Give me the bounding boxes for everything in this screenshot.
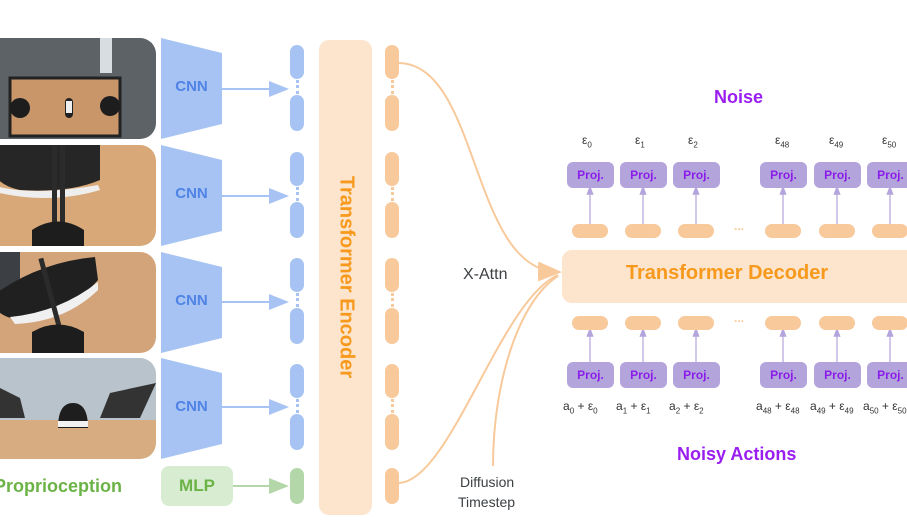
decoder-input-token [765,316,801,330]
encoder-output-token [385,45,399,79]
cnn-block-4: CNN [161,358,222,459]
noise-output-label: ε48 [775,133,790,150]
decoder-output-token [625,224,661,238]
camera-image-wrist-right [0,252,156,353]
image-token [290,152,304,186]
noise-output-label: ε0 [582,133,592,150]
transformer-encoder-label: Transformer Encoder [335,175,358,379]
noise-title: Noise [714,87,764,107]
noisy-action-label: a48 + ε48 [756,399,800,416]
output-proj-block: Proj. [620,162,667,188]
decoder-output-token [678,224,714,238]
image-token [290,308,304,344]
cnn-block-1: CNN [161,38,222,139]
noisy-action-label: a49 + ε49 [810,399,854,416]
noisy-action-label: a0 + ε0 [563,399,598,416]
token-ellipsis [296,187,302,201]
decoder-output-token [819,224,855,238]
transformer-encoder [319,40,372,515]
timestep-curve [492,275,559,467]
camera-image-overhead [0,38,156,139]
noise-output-label: ε1 [635,133,645,150]
decoder-arrows [586,185,894,362]
noisy-action-label: a2 + ε2 [669,399,704,416]
image-token [290,95,304,131]
output-proj-block: Proj. [867,162,907,188]
xattn-label: X-Attn [463,266,508,283]
input-proj-block: Proj. [567,362,614,388]
image-token [290,414,304,450]
decoder-output-token [872,224,907,238]
image-token [290,258,304,292]
token-ellipsis [296,80,302,94]
input-proj-block: Proj. [867,362,907,388]
top-ellipsis: ... [734,219,745,233]
transformer-decoder-label: Transformer Decoder [625,262,829,284]
output-proj-block: Proj. [814,162,861,188]
decoder-output-token [572,224,608,238]
input-proj-block: Proj. [673,362,720,388]
encoder-output-token [385,364,399,398]
camera-image-wrist-left [0,145,156,246]
noise-output-label: ε50 [882,133,897,150]
encoder-output-token [385,152,399,186]
bottom-ellipsis: ... [734,311,745,325]
input-proj-block: Proj. [620,362,667,388]
decoder-input-token [625,316,661,330]
input-proj-block: Proj. [760,362,807,388]
image-token [290,202,304,238]
camera-image-front-low [0,358,156,459]
decoder-input-token [572,316,608,330]
decoder-input-token [819,316,855,330]
proprioception-label: Proprioception [0,476,123,496]
timestep-label-line1: Diffusion [460,474,515,490]
noise-output-label: ε2 [688,133,698,150]
timestep-label-line2: Timestep [458,494,516,510]
decoder-output-token [765,224,801,238]
cnn-label: CNN [175,398,208,415]
cnn-label: CNN [175,78,208,95]
cnn-block-2: CNN [161,145,222,246]
token-ellipsis [391,293,397,307]
noisy-actions-title: Noisy Actions [677,444,797,464]
image-token [290,364,304,398]
encoder-output-token [385,468,399,504]
transformer-decoder [562,250,907,303]
token-ellipsis [391,399,397,413]
xattn-curve-bottom [397,274,559,484]
decoder-input-token [678,316,714,330]
output-proj-block: Proj. [673,162,720,188]
encoder-output-token [385,202,399,238]
proprio-token [290,468,304,504]
noise-output-label: ε49 [829,133,844,150]
encoder-output-token [385,414,399,450]
image-token [290,45,304,79]
token-ellipsis [296,293,302,307]
token-ellipsis [391,80,397,94]
input-proj-block: Proj. [814,362,861,388]
mlp-block: MLP [161,466,233,506]
cnn-label: CNN [175,292,208,309]
cnn-block-3: CNN [161,252,222,353]
xattn-curve-top [397,62,562,282]
encoder-output-token [385,258,399,292]
token-ellipsis [296,399,302,413]
decoder-input-token [872,316,907,330]
output-proj-block: Proj. [760,162,807,188]
output-proj-block: Proj. [567,162,614,188]
encoder-output-token [385,95,399,131]
token-ellipsis [391,187,397,201]
noisy-action-label: a50 + ε50 [863,399,907,416]
cnn-label: CNN [175,185,208,202]
noisy-action-label: a1 + ε1 [616,399,651,416]
encoder-output-token [385,308,399,344]
